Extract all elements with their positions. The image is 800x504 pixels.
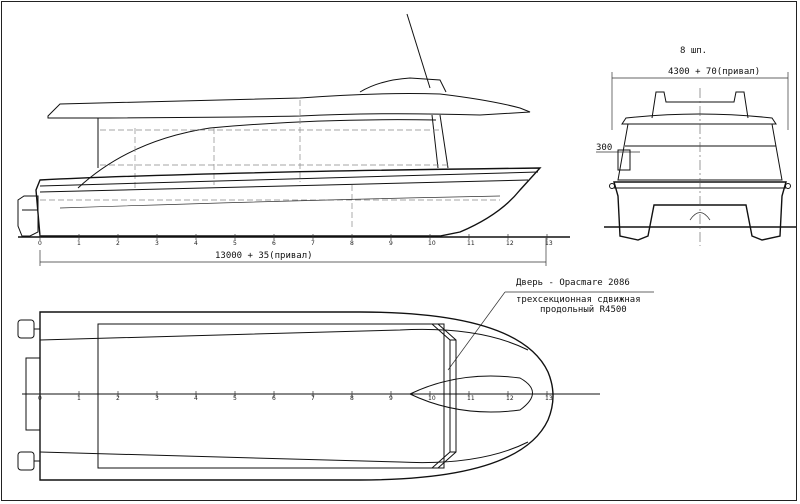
plan-windshield-inner bbox=[437, 323, 457, 469]
fender-right bbox=[785, 183, 791, 189]
side-station-label-2: 2 bbox=[116, 240, 120, 247]
side-station-label-6: 6 bbox=[272, 240, 276, 247]
plan-station-label-10: 10 bbox=[428, 395, 436, 402]
frame-label: 8 шп. bbox=[680, 46, 707, 56]
door-spec-2: продольный R4500 bbox=[540, 305, 627, 315]
plan-station-label-2: 2 bbox=[116, 395, 120, 402]
front-roof bbox=[621, 113, 777, 125]
side-station-label-1: 1 bbox=[77, 240, 81, 247]
sheer-line bbox=[39, 171, 539, 187]
plan-station-label-5: 5 bbox=[233, 395, 237, 402]
side-station-label-10: 10 bbox=[428, 240, 436, 247]
width-dimension-text: 4300 + 70(привал) bbox=[668, 67, 760, 77]
roof-fairing bbox=[359, 77, 447, 93]
front-keel bbox=[689, 212, 711, 221]
side-station-label-9: 9 bbox=[389, 240, 393, 247]
roof bbox=[47, 93, 531, 119]
front-view: 8 шп. 4300 + 70(привал) 300 bbox=[596, 46, 796, 246]
plan-station-label-8: 8 bbox=[350, 395, 354, 402]
plan-station-label-1: 1 bbox=[77, 395, 81, 402]
roof-pillar-fwd bbox=[439, 114, 449, 169]
door-leader-line bbox=[447, 291, 506, 371]
small-dim-text: 300 bbox=[596, 143, 612, 153]
plan-lower-sponson bbox=[39, 441, 529, 464]
plan-station-label-12: 12 bbox=[506, 395, 514, 402]
plan-upper-sponson bbox=[39, 328, 529, 351]
plan-windshield bbox=[431, 323, 451, 469]
plan-station-label-3: 3 bbox=[155, 395, 159, 402]
plan-station-label-11: 11 bbox=[467, 395, 475, 402]
cabin-profile bbox=[77, 119, 437, 189]
outboard-motor bbox=[17, 195, 39, 237]
fender-left bbox=[609, 183, 615, 189]
mast bbox=[406, 13, 431, 89]
front-hull bbox=[613, 181, 787, 241]
plan-bow-hatch bbox=[408, 375, 533, 413]
plan-view: Дверь - Opacmare 2086 трехсекционная сдв… bbox=[17, 278, 654, 481]
side-station-label-3: 3 bbox=[155, 240, 159, 247]
plan-deck bbox=[97, 323, 445, 469]
plan-station-label-6: 6 bbox=[272, 395, 276, 402]
plan-motor-bottom bbox=[17, 451, 35, 471]
plan-motor-top bbox=[17, 319, 35, 339]
rub-rail bbox=[39, 179, 529, 193]
plan-hull-outline bbox=[39, 311, 554, 481]
chine-line bbox=[59, 195, 501, 209]
side-station-label-8: 8 bbox=[350, 240, 354, 247]
side-station-label-13: 13 bbox=[545, 240, 553, 247]
plan-station-label-13: 13 bbox=[545, 395, 553, 402]
hull bbox=[35, 167, 542, 237]
plan-station-label-0: 0 bbox=[38, 395, 42, 402]
side-station-label-4: 4 bbox=[194, 240, 198, 247]
side-station-label-12: 12 bbox=[506, 240, 514, 247]
plan-station-label-4: 4 bbox=[194, 395, 198, 402]
side-station-label-5: 5 bbox=[233, 240, 237, 247]
door-spec-1: трехсекционная сдвижная bbox=[516, 295, 641, 305]
side-station-label-0: 0 bbox=[38, 240, 42, 247]
front-step bbox=[617, 149, 631, 171]
plan-station-label-7: 7 bbox=[311, 395, 315, 402]
roof-pillar-fwd-inner bbox=[431, 114, 439, 169]
side-station-label-7: 7 bbox=[311, 240, 315, 247]
length-dimension-text: 13000 + 35(привал) bbox=[215, 251, 313, 261]
side-station-label-11: 11 bbox=[467, 240, 475, 247]
door-label: Дверь - Opacmare 2086 bbox=[516, 278, 630, 288]
plan-station-label-9: 9 bbox=[389, 395, 393, 402]
